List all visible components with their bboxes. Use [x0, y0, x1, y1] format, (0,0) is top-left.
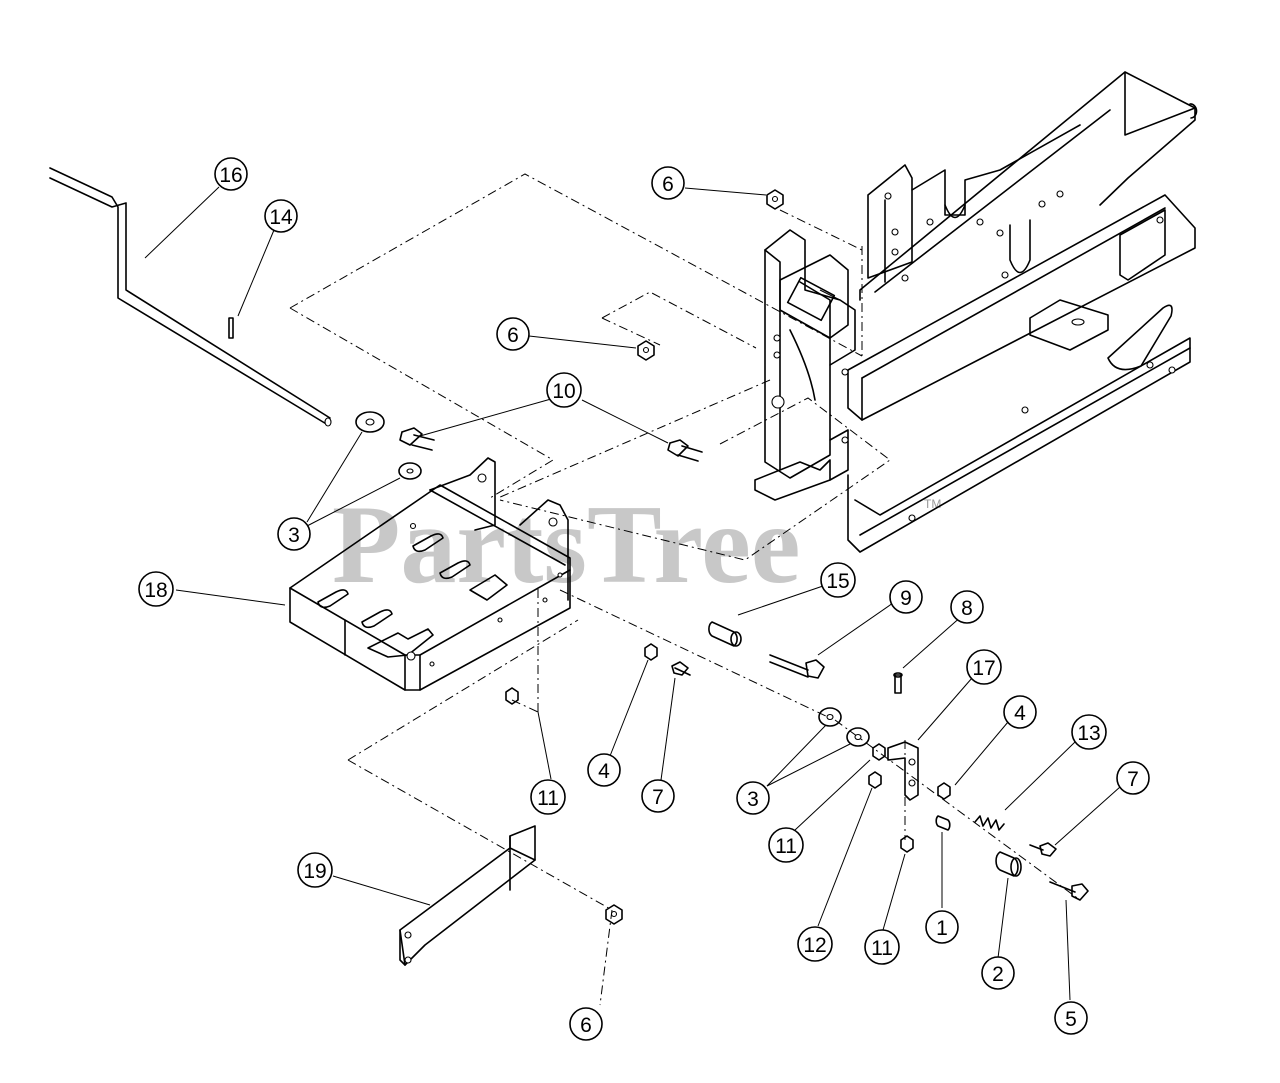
callout-6-mid: 6	[496, 317, 530, 351]
watermark: PartsTree TM	[332, 483, 941, 607]
callout-11-right-bottom: 11	[864, 929, 900, 965]
svg-text:19: 19	[303, 860, 326, 883]
callout-7-right: 7	[1116, 761, 1150, 795]
callout-5: 5	[1054, 1001, 1088, 1035]
svg-text:1: 1	[936, 917, 948, 940]
leader-lines	[144, 186, 1121, 1001]
svg-text:3: 3	[288, 524, 300, 547]
callout-15: 15	[820, 562, 856, 598]
callout-12: 12	[797, 926, 833, 962]
callout-1: 1	[925, 910, 959, 944]
svg-text:10: 10	[552, 380, 575, 403]
callout-2: 2	[981, 956, 1015, 990]
svg-text:4: 4	[1014, 702, 1026, 725]
callout-16: 16	[214, 157, 248, 191]
svg-text:4: 4	[598, 760, 610, 783]
callout-14: 14	[264, 199, 298, 233]
svg-text:2: 2	[992, 963, 1004, 986]
svg-text:7: 7	[1127, 768, 1139, 791]
callout-4-left: 4	[587, 753, 621, 787]
svg-text:5: 5	[1065, 1008, 1077, 1031]
callout-8: 8	[950, 590, 984, 624]
svg-text:12: 12	[803, 934, 826, 957]
callout-11-bracket: 11	[530, 779, 566, 815]
svg-text:9: 9	[900, 587, 912, 610]
callout-18: 18	[138, 571, 174, 607]
svg-text:6: 6	[507, 324, 519, 347]
svg-text:3: 3	[747, 788, 759, 811]
callout-3-right: 3	[736, 781, 770, 815]
callout-9: 9	[889, 580, 923, 614]
frame-assembly	[754, 71, 1198, 553]
watermark-text: PartsTree	[332, 483, 801, 607]
bracket-part-18	[289, 457, 571, 691]
callouts: 16 14 6 6 10 3 18 15 9 8 17 4 13 4 7 11 …	[138, 157, 1150, 1041]
svg-text:16: 16	[219, 164, 242, 187]
rod-part-16	[49, 167, 332, 427]
svg-text:13: 13	[1077, 722, 1100, 745]
assembly-lines	[289, 173, 1081, 1006]
watermark-trademark: TM	[924, 497, 941, 511]
callout-4-right: 4	[1003, 695, 1037, 729]
svg-text:17: 17	[972, 657, 995, 680]
callout-6-bottom: 6	[569, 1007, 603, 1041]
pin-part-14	[228, 317, 234, 339]
svg-text:11: 11	[871, 937, 893, 960]
hardware	[355, 189, 1089, 925]
callout-19: 19	[297, 852, 333, 888]
svg-text:11: 11	[537, 787, 559, 810]
callout-10: 10	[546, 372, 582, 408]
svg-text:18: 18	[144, 579, 167, 602]
svg-text:15: 15	[826, 570, 849, 593]
callout-11-right-top: 11	[768, 827, 804, 863]
svg-text:7: 7	[652, 786, 664, 809]
callout-3-left: 3	[277, 517, 311, 551]
svg-text:8: 8	[961, 597, 973, 620]
callout-13: 13	[1071, 714, 1107, 750]
svg-text:11: 11	[775, 835, 797, 858]
callout-7-left: 7	[641, 779, 675, 813]
callout-6-top: 6	[651, 166, 685, 200]
svg-text:6: 6	[580, 1014, 592, 1037]
callout-17: 17	[966, 649, 1002, 685]
svg-text:6: 6	[662, 173, 674, 196]
svg-text:14: 14	[269, 206, 293, 229]
plate-part-19	[399, 825, 536, 966]
